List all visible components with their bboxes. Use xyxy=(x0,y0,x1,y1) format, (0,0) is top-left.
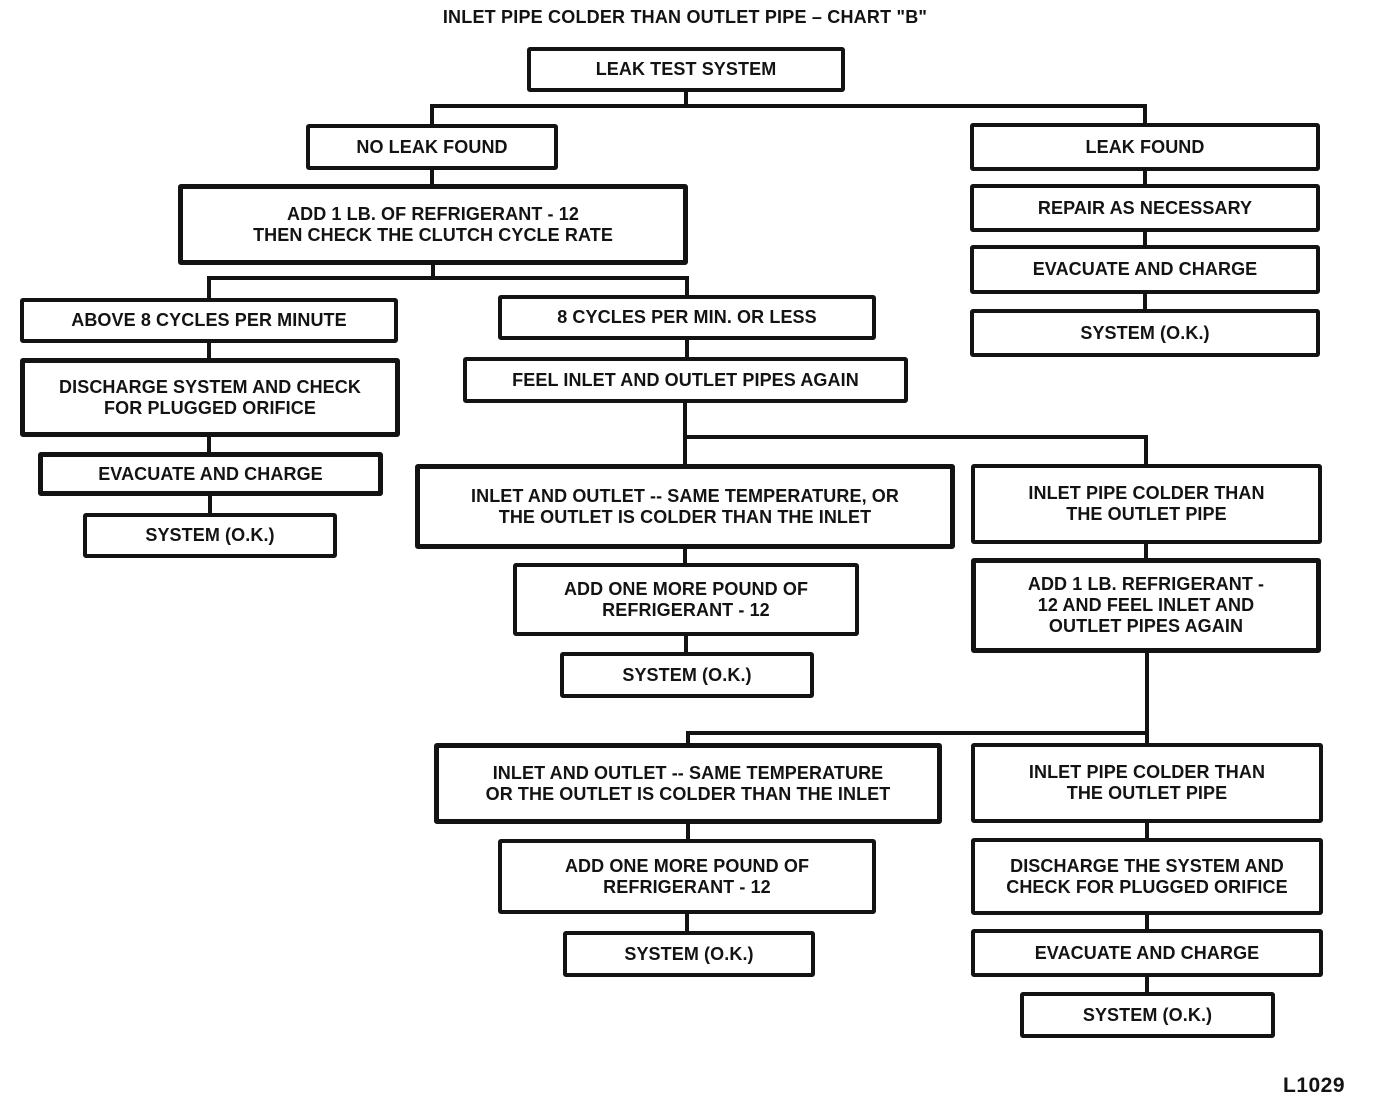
node-inlet-outlet-same-temp-1: INLET AND OUTLET -- SAME TEMPERATURE, OR… xyxy=(415,464,955,549)
node-inlet-outlet-same-temp-2: INLET AND OUTLET -- SAME TEMPERATURE OR … xyxy=(434,743,942,824)
node-evacuate-and-charge-bottom: EVACUATE AND CHARGE xyxy=(971,929,1323,977)
node-discharge-system-check-orifice: DISCHARGE SYSTEM AND CHECK FOR PLUGGED O… xyxy=(20,358,400,437)
node-add-one-more-pound-1: ADD ONE MORE POUND OF REFRIGERANT - 12 xyxy=(513,563,859,636)
node-inlet-pipe-colder-2: INLET PIPE COLDER THAN THE OUTLET PIPE xyxy=(971,743,1323,823)
node-system-ok-bottom: SYSTEM (O.K.) xyxy=(1020,992,1275,1038)
node-leak-found: LEAK FOUND xyxy=(970,123,1320,171)
node-system-ok-left: SYSTEM (O.K.) xyxy=(83,513,337,558)
node-evacuate-and-charge-left: EVACUATE AND CHARGE xyxy=(38,452,383,496)
chart-title: INLET PIPE COLDER THAN OUTLET PIPE – CHA… xyxy=(442,7,928,27)
node-add-refrigerant-check-clutch: ADD 1 LB. OF REFRIGERANT - 12 THEN CHECK… xyxy=(178,184,688,265)
node-8-cycles-per-min-or-less: 8 CYCLES PER MIN. OR LESS xyxy=(498,295,876,340)
connector xyxy=(683,435,1148,468)
node-system-ok-middle-1: SYSTEM (O.K.) xyxy=(560,652,814,698)
node-leak-test-system: LEAK TEST SYSTEM xyxy=(527,47,845,92)
node-add-refrigerant-feel-again: ADD 1 LB. REFRIGERANT - 12 AND FEEL INLE… xyxy=(971,558,1321,653)
node-add-one-more-pound-2: ADD ONE MORE POUND OF REFRIGERANT - 12 xyxy=(498,839,876,914)
node-evacuate-and-charge-right: EVACUATE AND CHARGE xyxy=(970,245,1320,294)
node-repair-as-necessary: REPAIR AS NECESSARY xyxy=(970,184,1320,232)
connector xyxy=(430,104,1147,127)
node-feel-inlet-outlet-pipes-again: FEEL INLET AND OUTLET PIPES AGAIN xyxy=(463,357,908,403)
node-no-leak-found: NO LEAK FOUND xyxy=(306,124,558,170)
connector xyxy=(207,276,689,301)
node-inlet-pipe-colder-1: INLET PIPE COLDER THAN THE OUTLET PIPE xyxy=(971,464,1322,544)
node-discharge-check-orifice-2: DISCHARGE THE SYSTEM AND CHECK FOR PLUGG… xyxy=(971,838,1323,915)
node-above-8-cycles-per-minute: ABOVE 8 CYCLES PER MINUTE xyxy=(20,298,398,343)
figure-label: L1029 xyxy=(1283,1074,1346,1097)
node-system-ok-right: SYSTEM (O.K.) xyxy=(970,309,1320,357)
node-system-ok-middle-2: SYSTEM (O.K.) xyxy=(563,931,815,977)
connector xyxy=(686,731,1149,747)
